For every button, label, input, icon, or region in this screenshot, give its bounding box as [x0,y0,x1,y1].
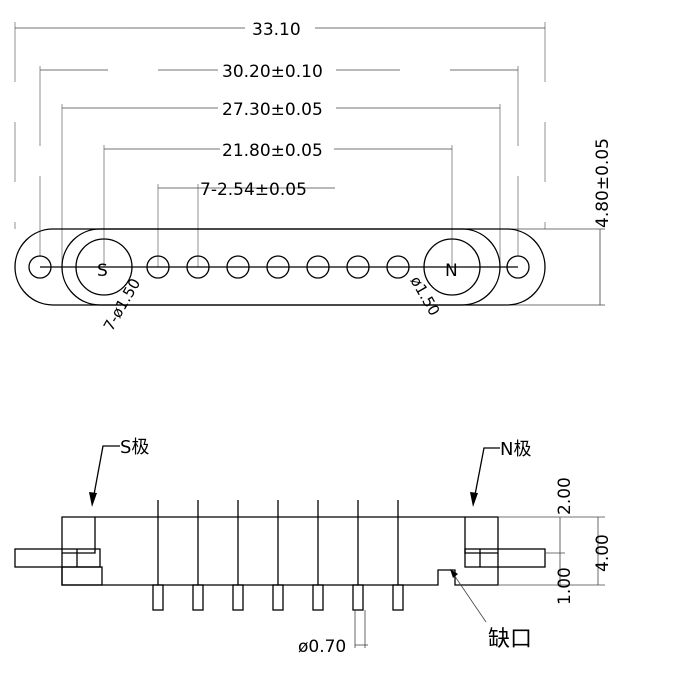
dim-bottom-section: 1.00 [555,567,575,605]
s-pole-label: S极 [120,437,149,458]
dim-overall-length: 33.10 [252,20,301,40]
dim-magnet-spacing: 21.80±0.05 [222,141,323,161]
pin-stub [192,584,204,611]
dim-mount-hole-spacing: 30.20±0.10 [222,62,323,82]
side-dimensions [354,516,605,648]
magnet-n-label: N [445,261,458,281]
side-view-body [14,500,546,611]
pin-stub [232,584,244,611]
top-view-body [14,228,546,306]
dim-height: 4.80±0.05 [593,138,613,228]
pin-stub [312,584,324,611]
pin-stub [152,584,164,611]
notch-label: 缺口 [488,627,532,652]
dim-total-height: 4.00 [593,534,613,572]
magnet-s-label: S [97,261,108,281]
pin-stub [392,584,404,611]
leader-lines [89,445,500,623]
dim-pin-diameter: ø0.70 [298,637,346,657]
n-pole-label: N极 [500,439,531,460]
magnet-n-circle [423,238,481,296]
pin-stub [352,584,364,611]
hole-callout-right: ø1.50 [407,273,444,319]
magnet-s-circle [75,238,133,296]
dim-top-section: 2.00 [555,477,575,515]
dim-inner-slot: 27.30±0.05 [222,100,323,120]
pin-stub [272,584,284,611]
dim-pin-pitch: 7-2.54±0.05 [200,180,307,200]
